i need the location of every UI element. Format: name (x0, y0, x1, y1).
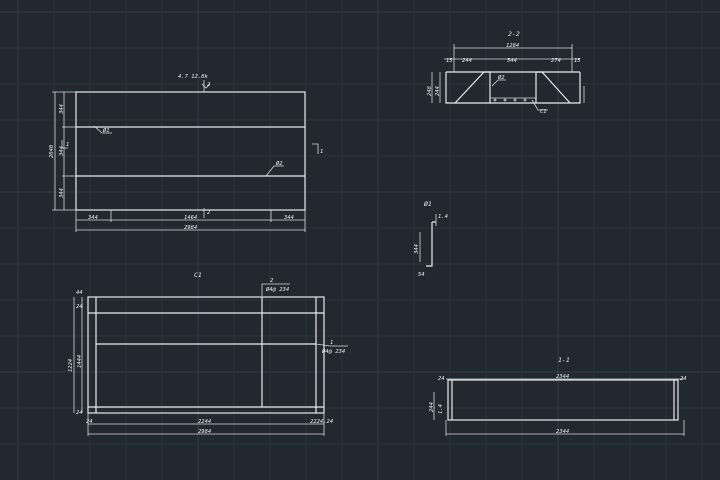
svg-text:274: 274 (551, 58, 561, 64)
svg-text:1444: 1444 (77, 355, 83, 368)
svg-text:Ø4@ 234: Ø4@ 234 (322, 348, 345, 355)
svg-text:24: 24 (76, 304, 83, 310)
main-elevation-view: 4.7 12.8k 2 2 1 1 Ø1 Ø2 344 1464 344 298… (49, 74, 323, 232)
svg-text:2: 2 (207, 210, 211, 216)
elevation-marker (201, 83, 211, 89)
detail-1-title: Ø1 (424, 200, 432, 208)
svg-text:244: 244 (435, 86, 441, 96)
main-outline (75, 91, 306, 211)
plan-c1-title: C1 (194, 271, 202, 279)
svg-text:344: 344 (59, 188, 65, 199)
svg-text:Ø1: Ø1 (103, 127, 110, 134)
section-rib-left (454, 71, 491, 104)
callout-leader-1 (93, 125, 112, 134)
svg-text:1: 1 (320, 149, 323, 155)
section-1-1-view: 1-1 24 2344 24 2344 244 1.4 (429, 356, 687, 436)
elevation-tag: 4.7 12.8k (178, 74, 208, 80)
svg-text:1464: 1464 (184, 215, 197, 221)
detail-1-profile (426, 222, 433, 267)
svg-text:2244: 2244 (198, 419, 211, 425)
svg-text:1.4: 1.4 (438, 404, 444, 414)
svg-text:248: 248 (427, 85, 433, 96)
svg-text:Ø2: Ø2 (498, 74, 505, 81)
svg-text:Ø2: Ø2 (276, 160, 283, 167)
svg-text:24: 24 (76, 410, 83, 416)
svg-text:2984: 2984 (198, 429, 211, 435)
svg-text:2224.24: 2224.24 (310, 419, 333, 425)
svg-text:244: 244 (429, 402, 435, 412)
svg-text:344: 344 (87, 215, 98, 221)
svg-text:24: 24 (680, 376, 687, 382)
section-2-2-title: 2-2 (508, 30, 520, 38)
svg-text:2040: 2040 (49, 144, 55, 158)
svg-text:544: 544 (507, 58, 517, 64)
svg-text:Ø4@ 234: Ø4@ 234 (266, 286, 289, 293)
plan-c1-outline (87, 296, 325, 414)
svg-text:2: 2 (207, 82, 211, 88)
section-2-2-outline (445, 72, 581, 104)
svg-text:15: 15 (446, 58, 453, 64)
svg-text:2344: 2344 (556, 374, 569, 380)
svg-text:244: 244 (462, 58, 472, 64)
svg-text:1: 1 (66, 142, 69, 148)
svg-text:24: 24 (86, 419, 93, 425)
svg-text:2984: 2984 (184, 225, 197, 231)
svg-text:344: 344 (59, 146, 65, 157)
section-1-1-outline (447, 379, 679, 421)
callout-leader-2 (265, 165, 284, 177)
svg-text:15: 15 (574, 58, 581, 64)
section-cut-left (61, 140, 68, 149)
svg-text:1284: 1284 (506, 43, 519, 49)
section-cut-right (312, 143, 319, 154)
detail-1-view: Ø1 1.4 344 54 (414, 200, 448, 278)
svg-text:1224: 1224 (68, 359, 74, 372)
svg-text:24: 24 (438, 376, 445, 382)
svg-text:44: 44 (76, 290, 83, 296)
svg-text:344: 344 (283, 215, 294, 221)
section-2-2-view: 2-2 1284 15 244 544 274 15 Ø2 C1 248 244 (427, 30, 585, 115)
section-1-1-title: 1-1 (558, 356, 570, 364)
svg-text:344: 344 (414, 244, 420, 255)
section-rib-right (535, 71, 571, 104)
svg-text:344: 344 (59, 104, 65, 115)
plan-c1-view: C1 2 Ø4@ 234 1 Ø4@ 234 24 2244 2224.24 2… (68, 271, 348, 436)
svg-text:1: 1 (330, 340, 333, 346)
svg-text:1.4: 1.4 (438, 214, 448, 220)
svg-text:2: 2 (270, 278, 274, 284)
svg-text:54: 54 (418, 272, 425, 278)
svg-text:C1: C1 (540, 109, 547, 115)
svg-text:2344: 2344 (556, 429, 569, 435)
